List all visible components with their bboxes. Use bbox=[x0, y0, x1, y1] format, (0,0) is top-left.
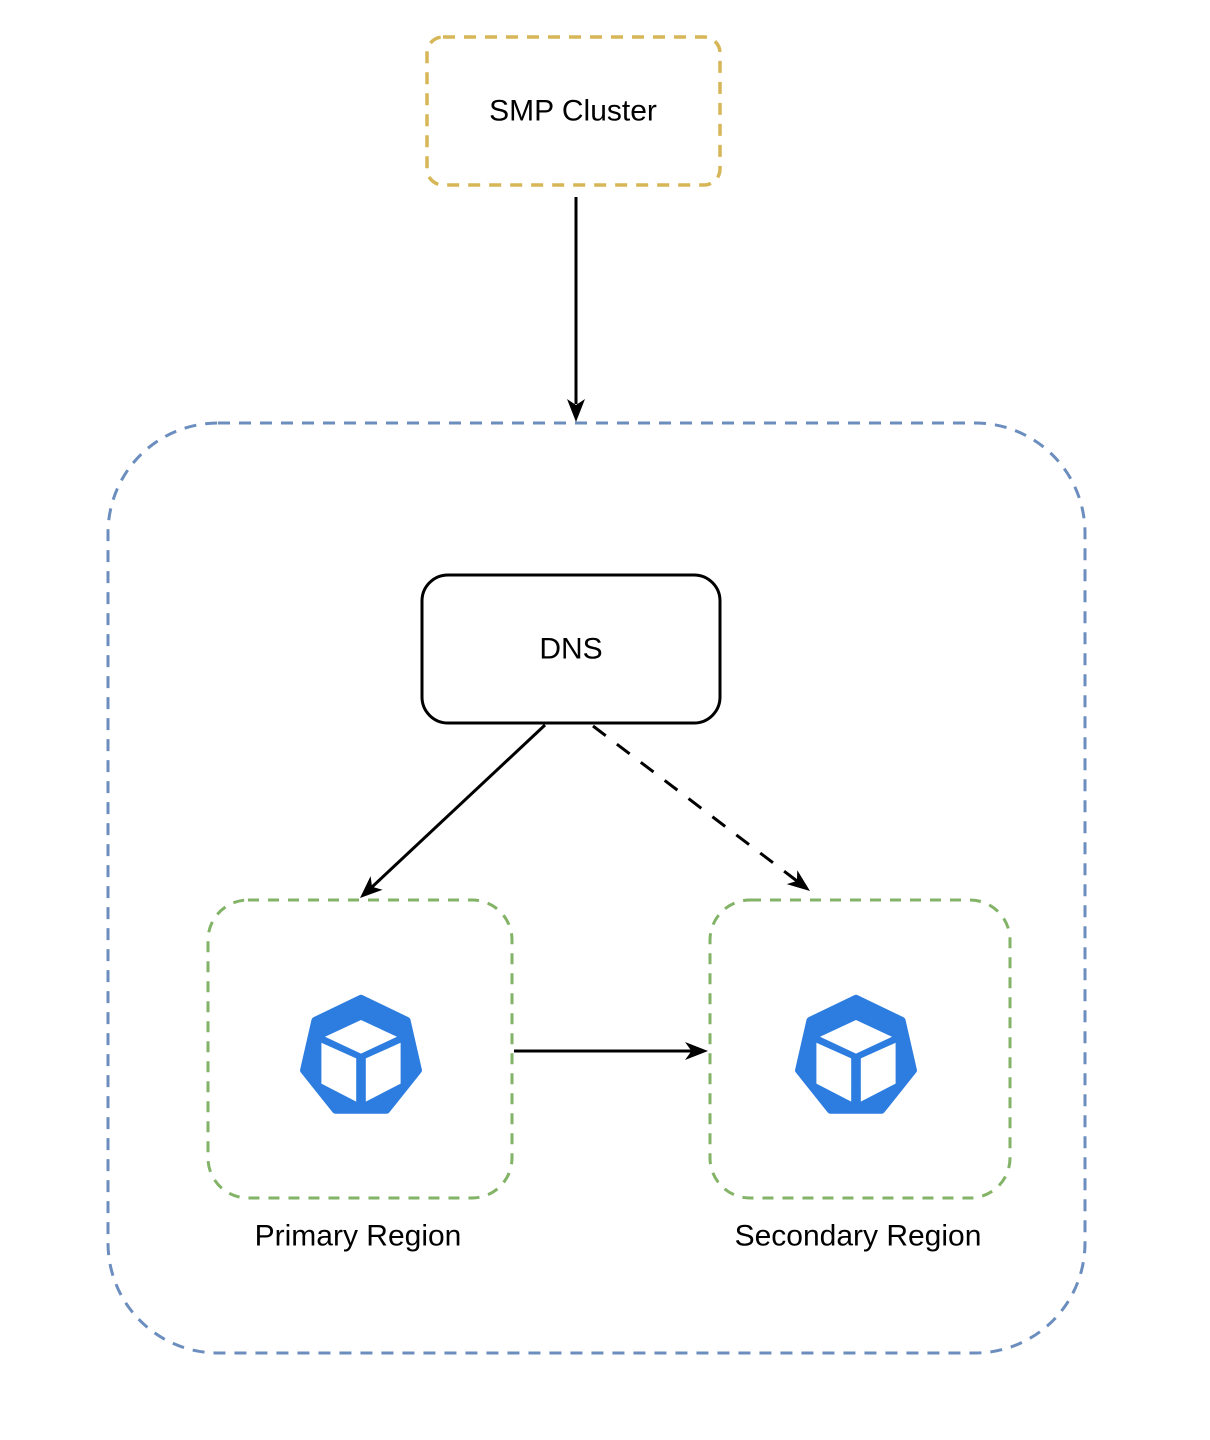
edge-primary-secondary-arrowhead bbox=[685, 1042, 708, 1060]
node-primary-region: Primary Region bbox=[206, 898, 514, 1253]
edge-smp-to-container bbox=[567, 197, 585, 422]
edge-dns-secondary-arrowhead bbox=[786, 870, 810, 891]
regions-container-box bbox=[106, 421, 1087, 1355]
edge-dns-primary-line bbox=[370, 723, 547, 889]
smp-cluster-label: SMP Cluster bbox=[489, 95, 657, 128]
secondary-region-label: Secondary Region bbox=[735, 1220, 982, 1253]
node-secondary-region: Secondary Region bbox=[708, 898, 1012, 1253]
edge-smp-arrowhead bbox=[567, 399, 585, 422]
dns-label: DNS bbox=[539, 633, 602, 666]
primary-region-label: Primary Region bbox=[255, 1220, 462, 1253]
edge-dns-to-primary bbox=[360, 723, 547, 898]
edge-dns-secondary-line bbox=[592, 724, 798, 883]
cube-heptagon-icon bbox=[304, 998, 419, 1110]
edge-dns-primary-arrowhead bbox=[360, 876, 383, 898]
dns-box bbox=[420, 573, 722, 725]
node-smp-cluster: SMP Cluster bbox=[425, 35, 722, 187]
edge-dns-to-secondary bbox=[592, 724, 810, 891]
cube-heptagon-icon bbox=[799, 998, 914, 1110]
node-dns: DNS bbox=[420, 573, 722, 725]
edge-primary-to-secondary bbox=[514, 1042, 708, 1060]
smp-cluster-box bbox=[425, 35, 722, 187]
